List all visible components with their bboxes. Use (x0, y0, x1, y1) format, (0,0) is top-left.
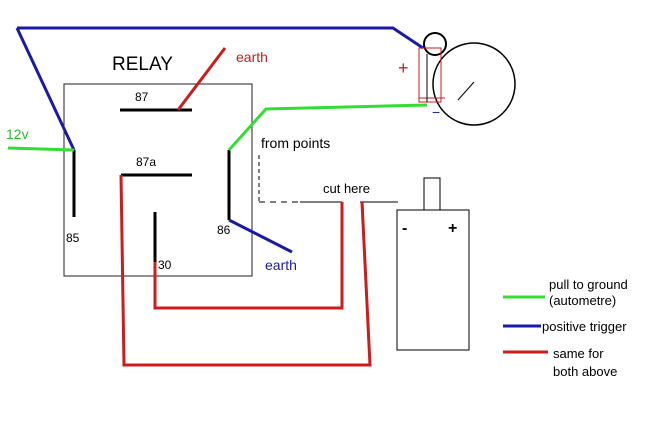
ignition-coil: - + (396, 177, 470, 351)
coil-body (396, 209, 470, 351)
pin-label-85: 85 (66, 231, 80, 245)
gauge-minus-label: − (432, 104, 440, 120)
earth-label-top: earth (236, 49, 268, 65)
legend-red-line2: both above (553, 364, 617, 379)
from-points-label: from points (261, 135, 330, 151)
legend: pull to ground (autometre) positive trig… (503, 277, 628, 379)
earth-label-bottom: earth (265, 257, 297, 273)
gauge-needle (457, 81, 475, 101)
coil-minus-label: - (402, 220, 407, 237)
legend-blue-label: positive trigger (542, 319, 627, 334)
pin-label-87a: 87a (136, 155, 156, 169)
relay-box (63, 83, 253, 277)
pin-label-30: 30 (158, 258, 172, 272)
red-wire-pin87a (119, 174, 372, 367)
coil-tower (423, 177, 441, 211)
blue-wire-trigger (17, 26, 424, 50)
cut-here-label: cut here (323, 181, 370, 196)
blue-wire-diagonal (15, 27, 76, 151)
pin-label-86: 86 (217, 223, 231, 237)
blue-wire-earth (228, 218, 293, 254)
coil-plus-label: + (448, 220, 457, 237)
gauge-terminal-box (418, 47, 442, 103)
relay-title: RELAY (112, 54, 173, 75)
green-wire-gauge (227, 103, 428, 152)
red-wire-pin30 (153, 202, 344, 310)
gauge: + − (398, 32, 516, 126)
gauge-plus-label: + (398, 58, 409, 78)
legend-green-line1: pull to ground (549, 277, 628, 292)
gauge-small-circle (423, 32, 447, 56)
legend-red-line1: same for (553, 346, 604, 361)
pin-label-87: 87 (135, 90, 149, 104)
legend-green-line2: (autometre) (549, 293, 616, 308)
green-wire-12v (7, 146, 75, 152)
gauge-dial (432, 42, 516, 126)
red-wire-earth (176, 47, 227, 111)
twelve-v-label: 12v (6, 126, 29, 142)
